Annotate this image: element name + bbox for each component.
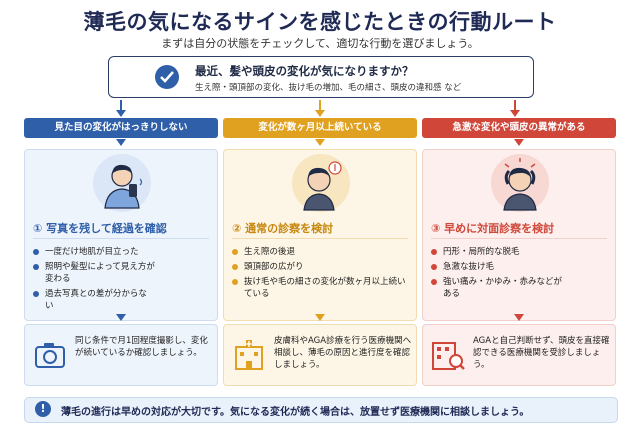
action-text: 同じ条件で月1回程度撮影し、変化が続いているか確認しましょう。 [75, 336, 208, 358]
action-box: AGAと自己判断せず、頭皮を直接確認できる医療機関を受診しましょう。 [422, 324, 616, 386]
route-card: ③ 早めに対面診察を検討 円形・局所的な脱毛 急激な抜け毛 強い痛み・かゆみ・赤… [422, 149, 616, 321]
page-title: 薄毛の気になるサインを感じたときの行動ルート [83, 10, 557, 34]
bullet-list: 円形・局所的な脱毛 急激な抜け毛 強い痛み・かゆみ・赤みなどがある [431, 246, 611, 303]
section-heading: ③ 早めに対面診察を検討 [431, 222, 555, 235]
bullet-list: 生え際の後退 頭頂部の広がり 抜け毛や毛の細さの変化が数ヶ月以上続いている [232, 246, 412, 303]
list-item: 強い痛み・かゆみ・赤みなどがある [431, 276, 563, 300]
camera-icon [31, 337, 69, 373]
list-item: 急激な抜け毛 [431, 261, 611, 273]
exclamation-icon: ! [35, 401, 51, 417]
route-pill: 急激な変化や頭皮の異常がある [422, 118, 616, 138]
person-with-phone-icon [93, 154, 151, 212]
section-heading: ② 通常の診察を検討 [232, 222, 334, 235]
route-pill: 見た目の変化がはっきりしない [24, 118, 218, 138]
list-item: 照明や髪型によって見え方が変わる [33, 261, 155, 285]
list-item: 過去写真との差が分からない [33, 288, 155, 312]
list-item: 円形・局所的な脱毛 [431, 246, 611, 258]
list-item: 頭頂部の広がり [232, 261, 412, 273]
route-card: ② 通常の診察を検討 生え際の後退 頭頂部の広がり 抜け毛や毛の細さの変化が数ヶ… [223, 149, 417, 321]
route-pill: 変化が数ヶ月以上続いている [223, 118, 417, 138]
divider [33, 238, 209, 239]
question-box: 最近、髪や頭皮の変化が気になりますか？ 生え際・頭頂部の変化、抜け毛の増加、毛の… [108, 56, 534, 98]
list-item: 一度だけ地肌が目立った [33, 246, 213, 258]
footer-text: 薄毛の進行は早めの対応が大切です。気になる変化が続く場合は、放置せず医療機関に相… [61, 407, 530, 418]
page-subtitle: まずは自分の状態をチェックして、適切な行動を選びましょう。 [161, 37, 479, 50]
question-examples: 生え際・頭頂部の変化、抜け毛の増加、毛の細さ、頭皮の違和感 など [195, 83, 462, 93]
bullet-list: 一度だけ地肌が目立った 照明や髪型によって見え方が変わる 過去写真との差が分から… [33, 246, 213, 315]
action-box: 皮膚科やAGA診療を行う医療機関へ相談し、薄毛の原因と進行度を確認しましょう。 [223, 324, 417, 386]
divider [431, 238, 607, 239]
footer-note: ! 薄毛の進行は早めの対応が大切です。気になる変化が続く場合は、放置せず医療機関… [24, 397, 618, 423]
action-text: AGAと自己判断せず、頭皮を直接確認できる医療機関を受診しましょう。 [473, 336, 610, 370]
divider [232, 238, 408, 239]
question-heading: 最近、髪や頭皮の変化が気になりますか？ [195, 64, 414, 78]
worried-man-icon [292, 154, 350, 212]
route-card: ① 写真を残して経過を確認 一度だけ地肌が目立った 照明や髪型によって見え方が変… [24, 149, 218, 321]
action-box: 同じ条件で月1回程度撮影し、変化が続いているか確認しましょう。 [24, 324, 218, 386]
hospital-icon [230, 337, 268, 373]
list-item: 生え際の後退 [232, 246, 412, 258]
action-text: 皮膚科やAGA診療を行う医療機関へ相談し、薄毛の原因と進行度を確認しましょう。 [274, 336, 412, 370]
check-icon [155, 65, 179, 89]
clinic-search-icon [429, 337, 467, 373]
list-item: 抜け毛や毛の細さの変化が数ヶ月以上続いている [232, 276, 409, 300]
headache-man-icon [491, 154, 549, 212]
section-heading: ① 写真を残して経過を確認 [33, 222, 167, 235]
